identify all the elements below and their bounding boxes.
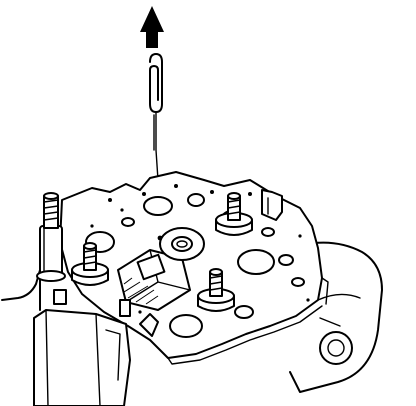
arrow-up-icon bbox=[140, 6, 164, 48]
brush-holder-body bbox=[117, 227, 205, 311]
lower-left-connector bbox=[33, 289, 131, 406]
right-bracket-tab bbox=[261, 189, 283, 221]
lower-center-stud bbox=[197, 268, 235, 312]
upper-right-stud bbox=[215, 192, 253, 236]
housing-outline bbox=[289, 241, 383, 393]
center-tab bbox=[139, 313, 159, 337]
front-left-stud bbox=[71, 242, 109, 286]
left-stud-terminal bbox=[36, 192, 66, 282]
housing-left-edge bbox=[1, 269, 41, 311]
